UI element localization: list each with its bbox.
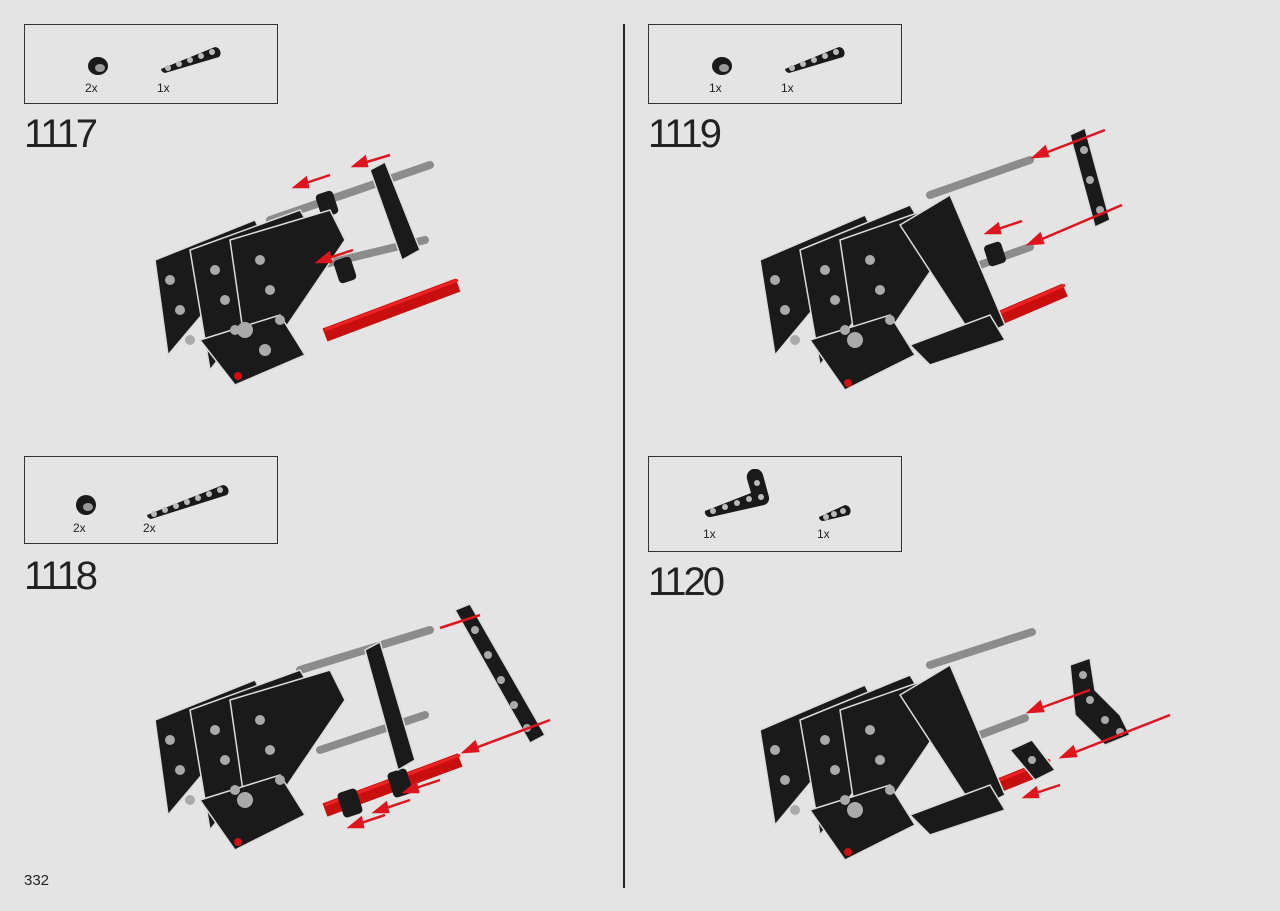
page-divider	[623, 24, 625, 888]
bush-part-icon	[76, 495, 96, 515]
part-qty: 1x	[157, 81, 170, 95]
build-step-1120-illustration	[759, 628, 1171, 861]
part-qty: 2x	[85, 81, 98, 95]
beam-7-part-icon	[147, 485, 229, 519]
step-number: 1119	[648, 112, 722, 156]
parts-list-1120: 1x 1x	[648, 456, 902, 552]
parts-list-1118: 2x 2x	[24, 456, 278, 544]
angle-beam-part-icon	[704, 469, 770, 518]
part-qty: 1x	[781, 81, 794, 95]
build-step-1119-illustration	[759, 126, 1123, 391]
build-step-1117-illustration	[154, 153, 461, 386]
step-number: 1118	[24, 554, 98, 598]
bush-part-icon	[88, 57, 108, 75]
step-number: 1120	[648, 560, 725, 604]
part-qty: 2x	[73, 521, 86, 535]
beam-5-part-icon	[161, 47, 221, 73]
parts-list-1117: 2x 1x	[24, 24, 278, 104]
part-qty: 1x	[817, 527, 830, 541]
page-number: 332	[24, 872, 50, 889]
build-step-1118-illustration	[154, 603, 551, 851]
beam-3-part-icon	[819, 505, 851, 521]
beam-5-part-icon	[785, 47, 845, 73]
part-qty: 1x	[703, 527, 716, 541]
step-number: 1117	[24, 112, 98, 156]
bush-part-icon	[712, 57, 732, 75]
part-qty: 1x	[709, 81, 722, 95]
part-qty: 2x	[143, 521, 156, 535]
parts-list-1119: 1x 1x	[648, 24, 902, 104]
